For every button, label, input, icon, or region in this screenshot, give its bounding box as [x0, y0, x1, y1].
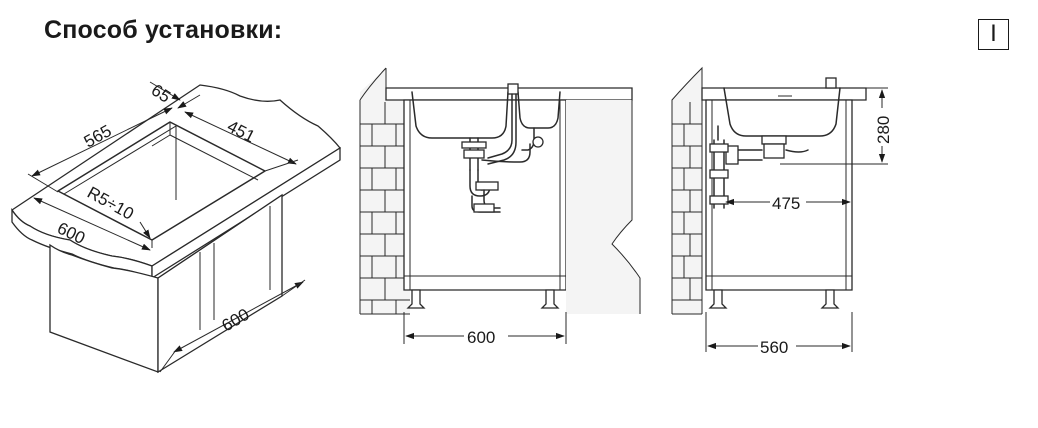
installation-type-badge: I: [978, 19, 1009, 50]
dim-280-label: 280: [874, 116, 893, 144]
isometric-cutout-view: 65 565 451 R5÷10 600 600: [11, 80, 341, 374]
dim-600-front-label: 600: [467, 328, 495, 347]
dim-475-label: 475: [772, 194, 800, 213]
front-view: 600: [359, 67, 641, 347]
page-title: Способ установки:: [44, 16, 283, 44]
dim-65-label: 65: [148, 80, 174, 106]
side-view: 280 475 560: [671, 66, 893, 357]
dim-560-label: 560: [760, 338, 788, 357]
